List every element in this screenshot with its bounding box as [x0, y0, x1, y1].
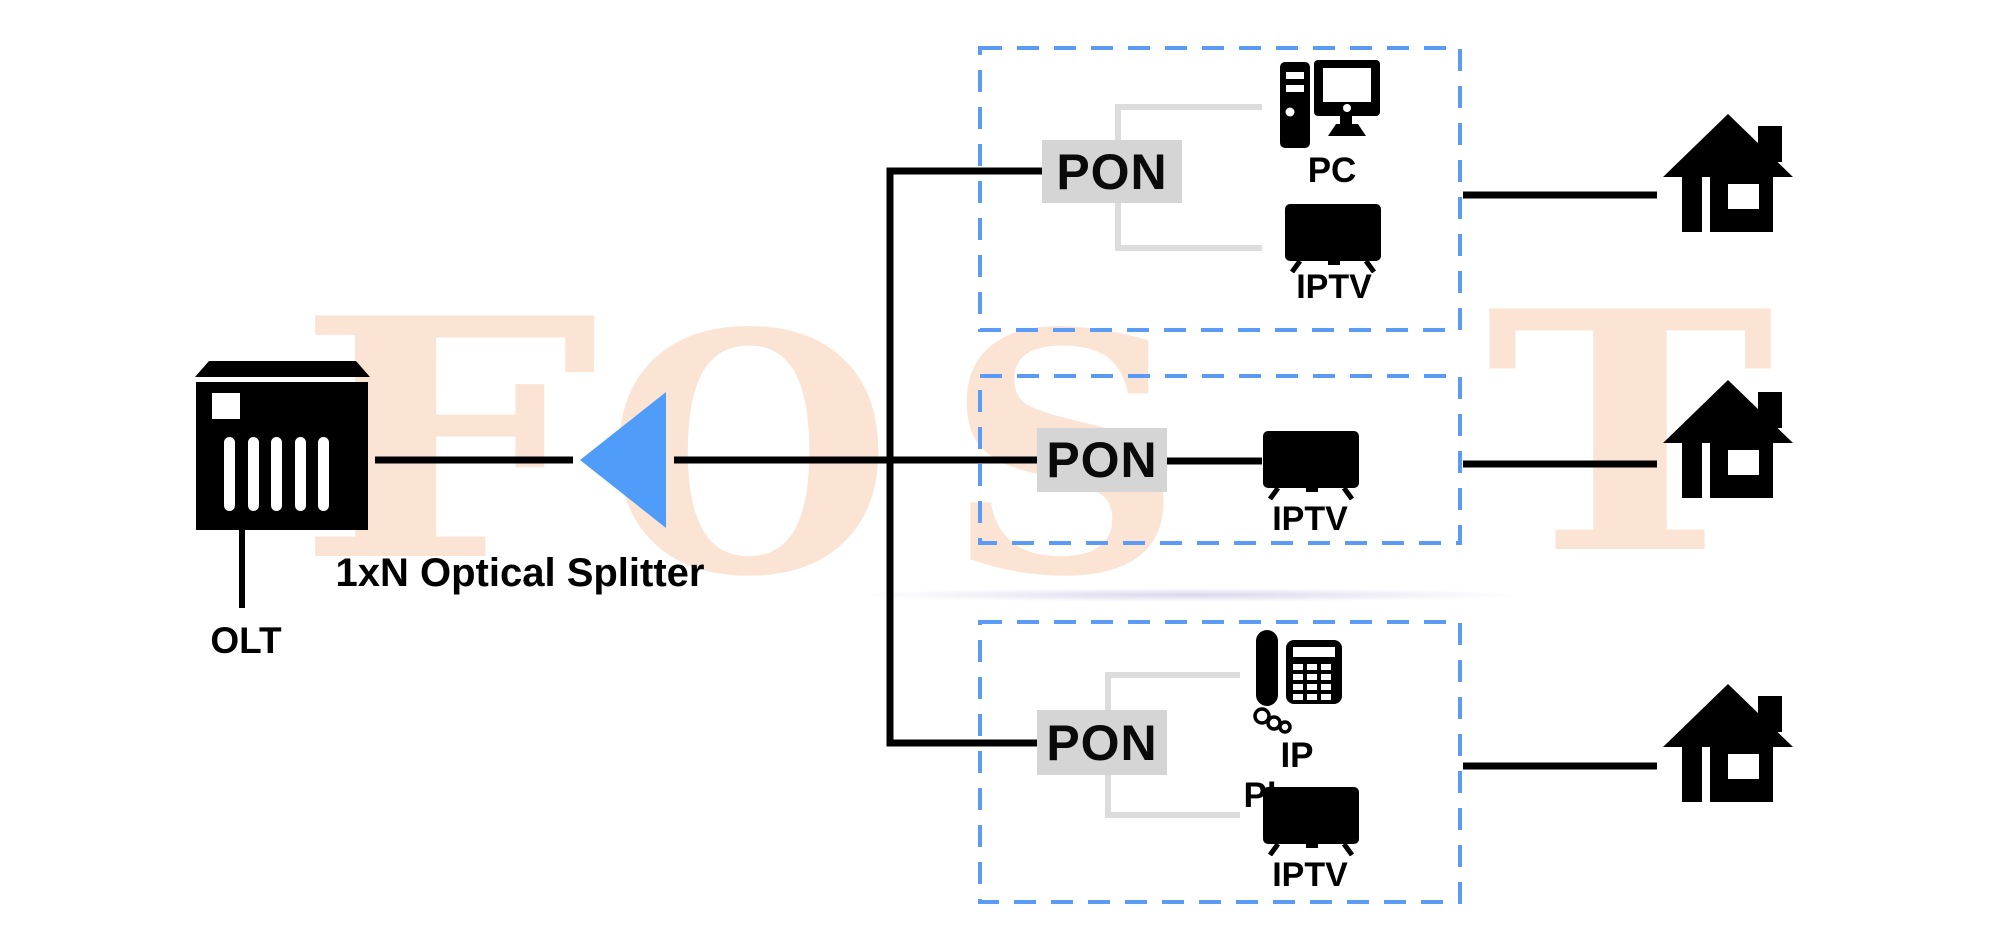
iptv-label: IPTV	[1272, 500, 1348, 538]
house-icon	[1663, 114, 1793, 232]
olt-led	[212, 393, 240, 419]
subscriber-box-3	[978, 620, 1462, 904]
ip-phone-icon	[1253, 630, 1342, 734]
watermark-shadow	[855, 588, 1525, 602]
olt-chassis-icon	[195, 361, 370, 530]
iptv-icon	[1263, 431, 1359, 500]
pon-ont-1: PON	[1042, 140, 1182, 203]
subscriber-box-1	[978, 46, 1462, 332]
olt-body	[196, 382, 368, 530]
iptv-icon	[1263, 787, 1359, 856]
house-icon	[1663, 380, 1793, 498]
house-icon	[1663, 684, 1793, 802]
olt-vent	[271, 437, 282, 511]
pon-ont-3: PON	[1037, 710, 1167, 775]
iptv-icon	[1285, 204, 1381, 273]
iptv-label: IPTV	[1296, 268, 1372, 306]
splitter-label: 1xN Optical Splitter	[335, 551, 705, 595]
subscriber-box-2	[978, 374, 1462, 545]
olt-vent	[247, 437, 259, 511]
olt-lid	[195, 361, 370, 377]
pc-label: PC	[1307, 151, 1357, 190]
olt-vent	[318, 437, 329, 511]
olt-vent	[224, 437, 235, 511]
olt-vent	[294, 437, 306, 511]
splitter-triangle-icon	[580, 392, 666, 528]
pc-icon	[1280, 60, 1380, 148]
olt-label: OLT	[210, 620, 282, 661]
pon-ont-2: PON	[1037, 428, 1167, 492]
fibre-branch-trunk	[886, 167, 1042, 747]
iptv-label: IPTV	[1272, 856, 1348, 894]
ip-phone-label: IP Phone	[1243, 736, 1351, 815]
